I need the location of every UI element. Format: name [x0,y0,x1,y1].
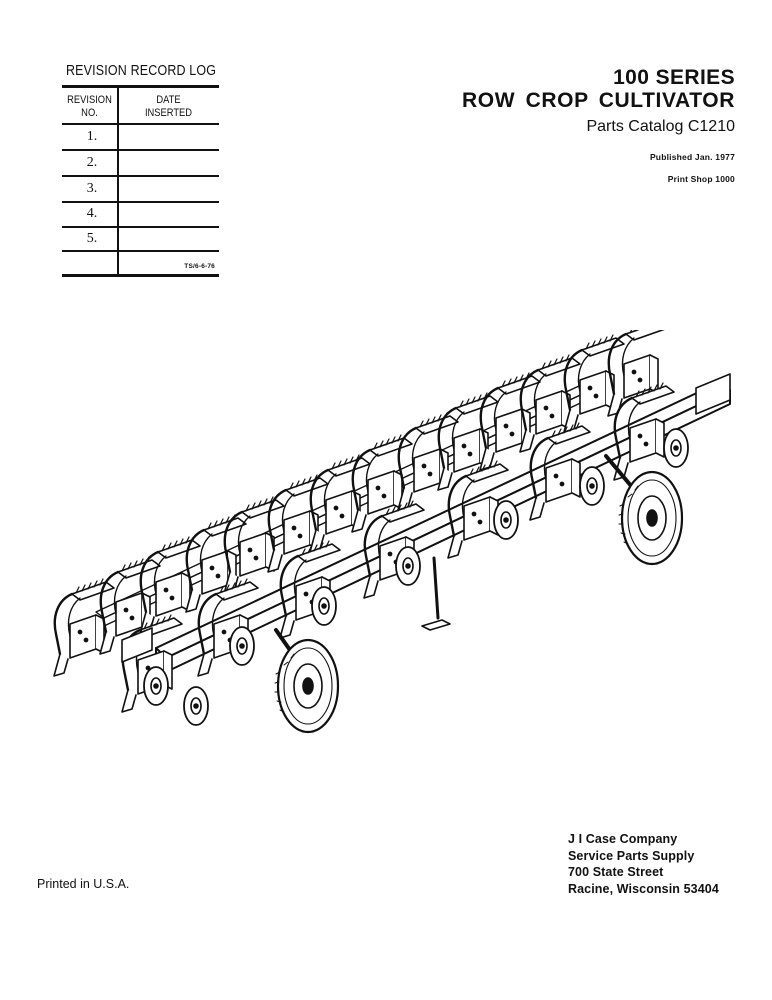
city-state-zip: Racine, Wisconsin 53404 [568,881,719,896]
date-inserted-header: DATE INSERTED [144,94,193,119]
table-rule [62,274,219,277]
revision-number-2: 2. [86,155,98,170]
street-address: 700 State Street [568,865,664,879]
table-column-divider [117,85,119,275]
published-date: Published Jan. 1977 [649,152,735,162]
revision-log-table: REVISION NO. DATE INSERTED 1. 2. 3. 4. 5… [62,85,219,278]
catalog-number: Parts Catalog C1210 [586,118,735,135]
series-title: 100 SERIES [613,66,735,89]
table-rule [62,250,219,252]
revision-number-4: 4. [86,206,98,221]
table-rule [62,123,219,125]
print-shop: Print Shop 1000 [667,174,735,184]
revision-number-3: 3. [86,181,98,196]
department-name: Service Parts Supply [568,848,695,863]
table-rule [62,201,219,203]
revision-number-1: 1. [86,129,98,144]
company-address: J I Case Company Service Parts Supply 70… [568,831,719,897]
revision-number-5: 5. [86,231,98,246]
revision-no-header: REVISION NO. [67,94,112,119]
printed-in: Printed in U.S.A. [37,877,130,891]
table-rule [62,226,219,228]
product-title: ROW CROP CULTIVATOR [462,89,735,112]
revision-log-title: REVISION RECORD LOG [66,63,217,79]
table-rule [62,149,219,151]
table-rule [62,85,219,88]
cultivator-illustration [52,330,731,734]
form-code: TS/6-6-76 [184,263,215,270]
company-name: J I Case Company [568,832,678,846]
table-rule [62,175,219,177]
